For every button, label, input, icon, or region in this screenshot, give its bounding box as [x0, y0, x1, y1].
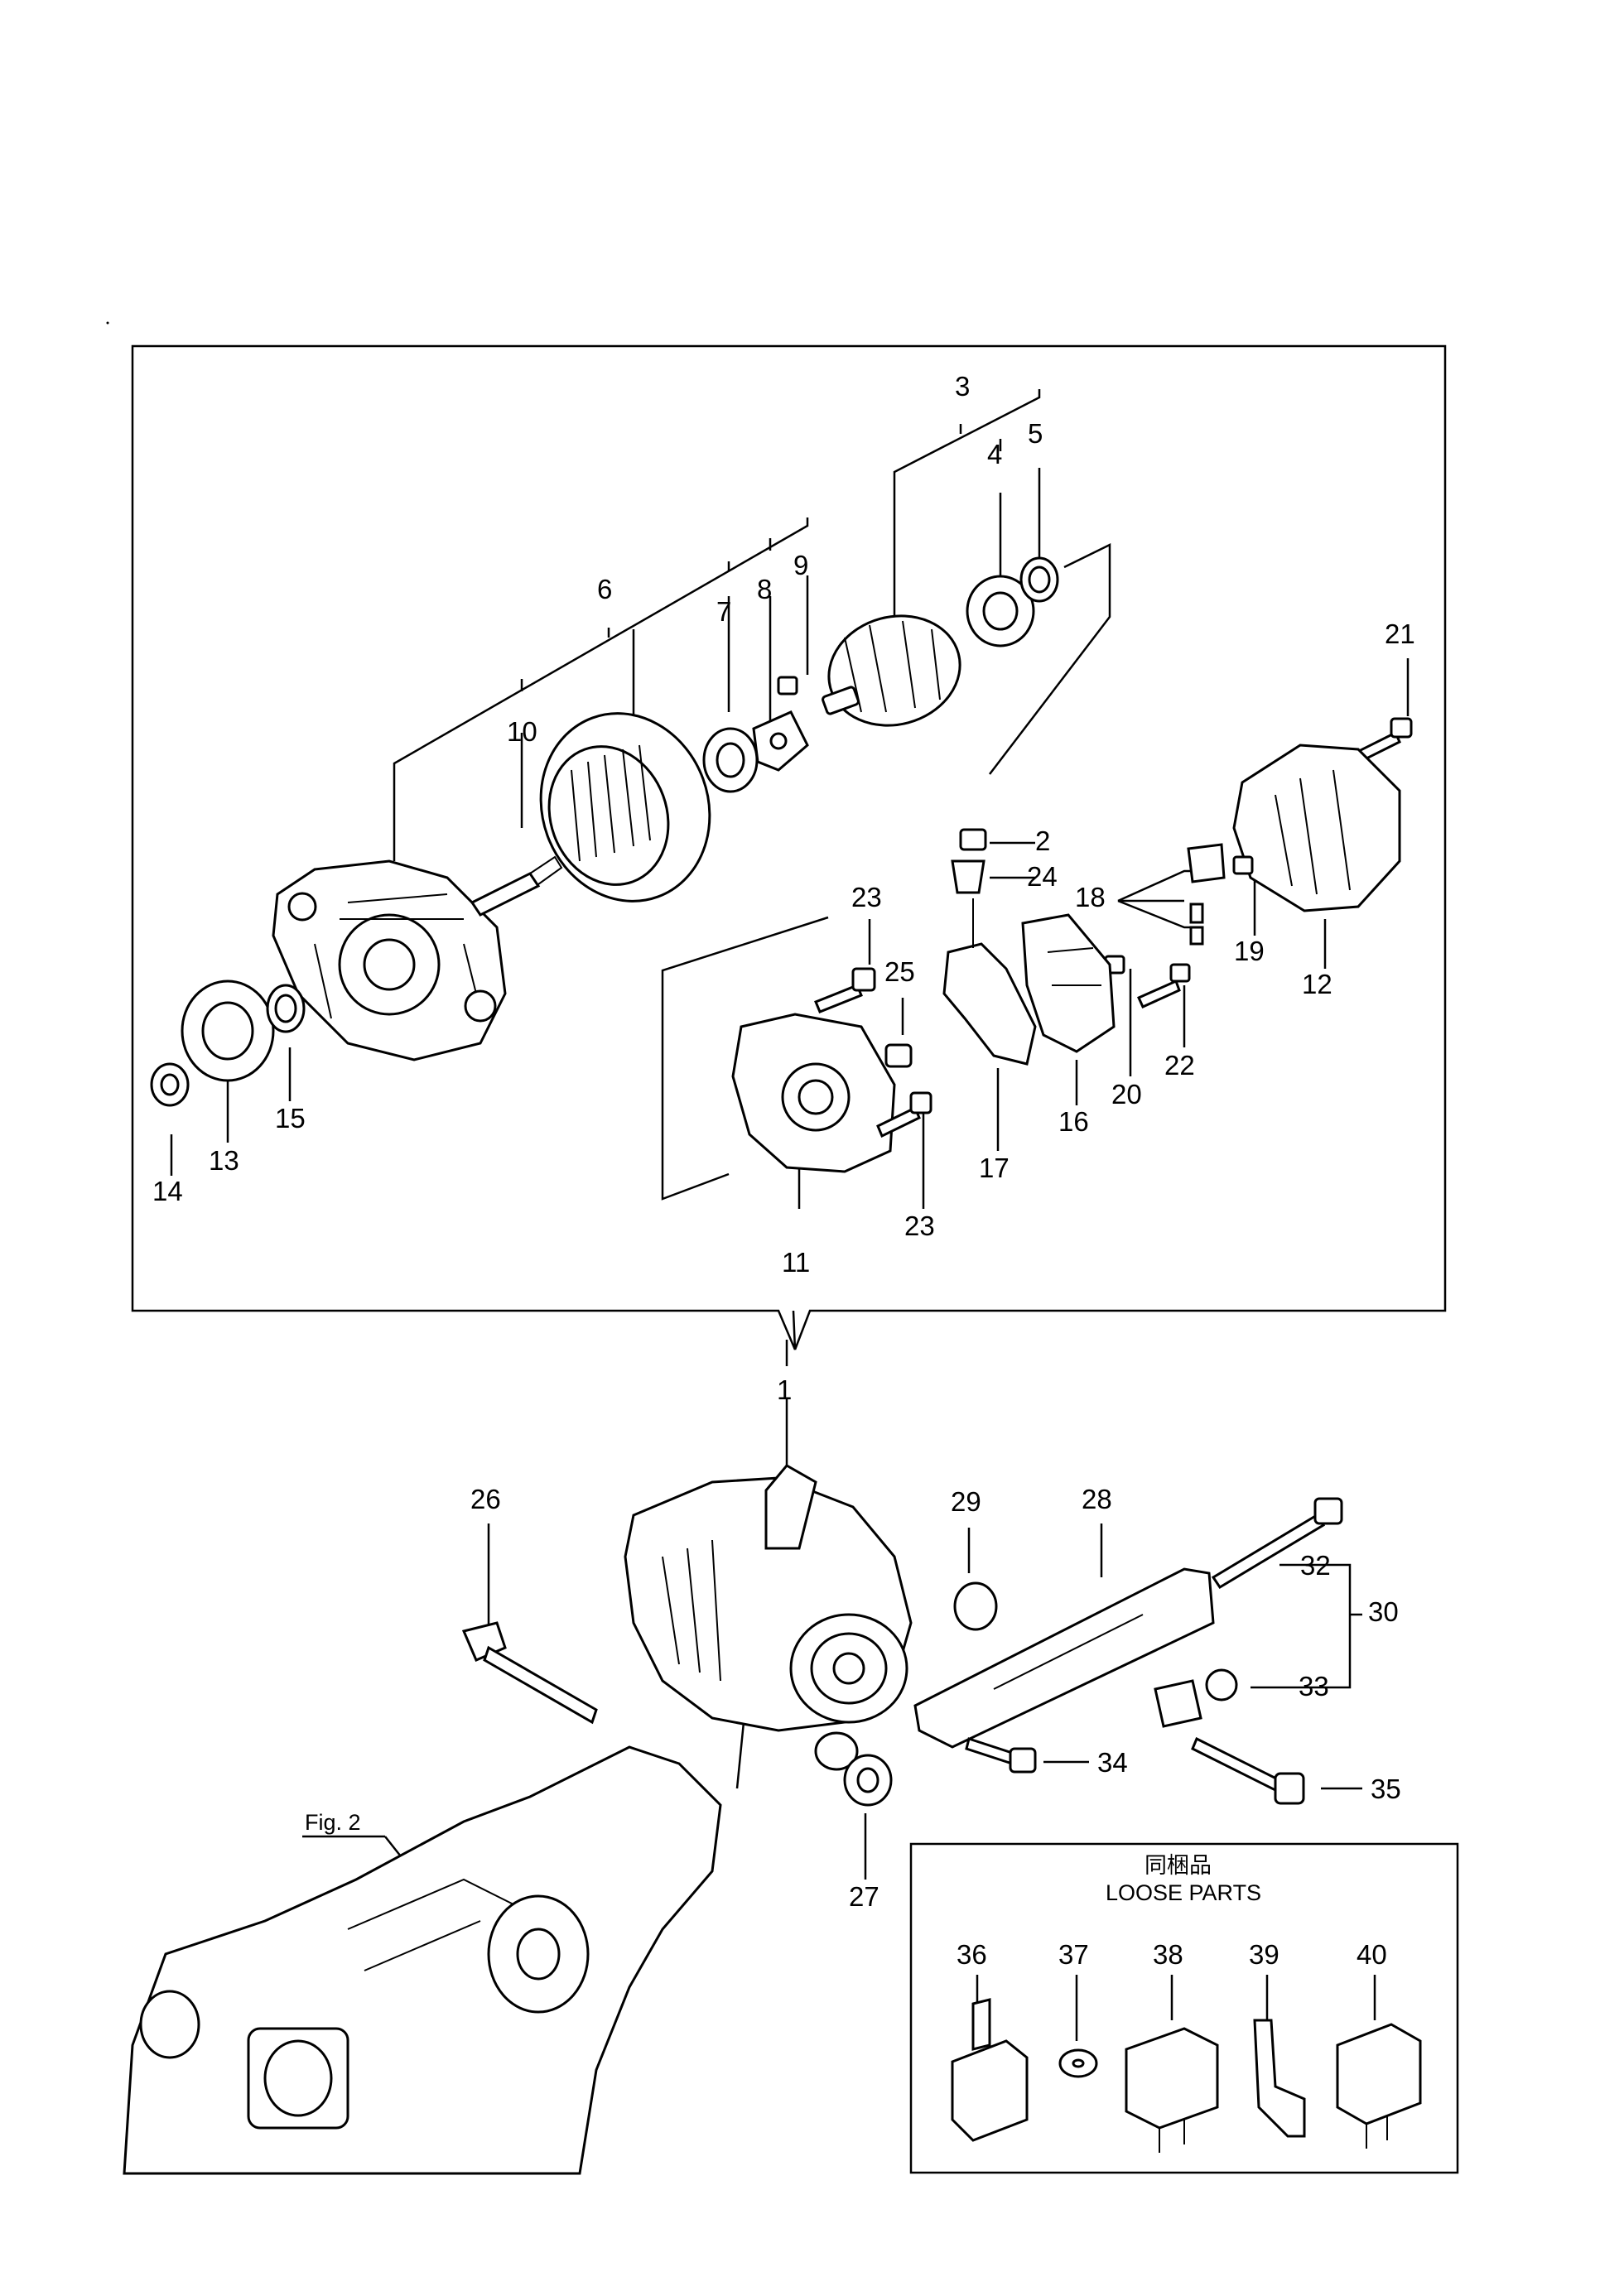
callout-15: 15 — [275, 1103, 306, 1134]
callout-17: 17 — [979, 1153, 1010, 1183]
callout-11: 11 — [782, 1247, 810, 1278]
bolt-part-23-lower — [876, 1091, 932, 1138]
callout-33: 33 — [1299, 1671, 1329, 1702]
regulator-part-16 — [1021, 913, 1116, 1053]
callout-22: 22 — [1164, 1050, 1195, 1081]
callout-26: 26 — [470, 1484, 501, 1514]
callout-35: 35 — [1371, 1774, 1401, 1804]
callout-1: 1 — [777, 1374, 792, 1405]
callout-21: 21 — [1385, 619, 1415, 649]
alternator-assembly-part-1 — [624, 1464, 913, 1771]
callout-13: 13 — [209, 1145, 239, 1176]
callout-28: 28 — [1082, 1484, 1112, 1514]
callout-32: 32 — [1300, 1550, 1331, 1581]
callout-36: 36 — [957, 1939, 987, 1970]
bolt-part-26 — [461, 1621, 598, 1725]
brush-holder-part-18 — [1187, 843, 1226, 946]
washer-part-33 — [1205, 1668, 1238, 1702]
bolt-part-35 — [1191, 1736, 1305, 1805]
loose-part-36-relay — [951, 1975, 1029, 2142]
brace-part-28 — [913, 1567, 1215, 1749]
spacer-part-29 — [953, 1581, 998, 1631]
bolt-part-34 — [965, 1737, 1037, 1774]
loose-parts-title-jp: 同梱品 — [1145, 1853, 1212, 1878]
callout-24: 24 — [1027, 861, 1058, 892]
nut-part-25 — [884, 1043, 913, 1068]
nut-part-19 — [1232, 855, 1254, 875]
callout-6: 6 — [597, 574, 612, 604]
callout-20: 20 — [1111, 1079, 1142, 1109]
loose-parts-title-en: LOOSE PARTS — [1106, 1880, 1261, 1905]
plate-part-8 — [752, 710, 809, 772]
insulator-part-24 — [951, 859, 985, 894]
callout-4: 4 — [987, 439, 1002, 469]
ring-part-5 — [1019, 556, 1059, 603]
callout-16: 16 — [1058, 1106, 1089, 1137]
callout-labels: 3 5 4 9 6 8 7 21 10 2 24 18 23 19 25 12 … — [152, 371, 1415, 1912]
collar-part-15 — [266, 984, 306, 1033]
callout-37: 37 — [1058, 1939, 1089, 1970]
loose-part-38-relay — [1125, 1975, 1219, 2153]
callout-5: 5 — [1028, 418, 1043, 449]
loose-part-39-bracket — [1253, 1975, 1306, 2138]
loose-parts-labels: 同梱品 LOOSE PARTS 36 37 38 39 40 — [957, 1853, 1387, 1970]
front-frame-part-11 — [731, 1013, 896, 1173]
callout-7: 7 — [716, 596, 731, 627]
block-part-30 — [1154, 1679, 1202, 1728]
callout-27: 27 — [849, 1881, 879, 1912]
callout-25: 25 — [884, 956, 915, 987]
callout-19: 19 — [1234, 936, 1265, 966]
callout-30: 30 — [1368, 1596, 1399, 1627]
callout-40: 40 — [1357, 1939, 1387, 1970]
rear-cover-part-12 — [1232, 744, 1401, 912]
callout-23-upper: 23 — [851, 882, 882, 912]
callout-34: 34 — [1097, 1747, 1128, 1778]
callout-14: 14 — [152, 1176, 183, 1206]
callout-3: 3 — [955, 371, 970, 402]
stray-dot — [106, 321, 109, 325]
callout-38: 38 — [1153, 1939, 1183, 1970]
nut-part-27 — [843, 1754, 893, 1807]
leader-lines-lower — [302, 1399, 1362, 1884]
figure-reference: Fig. 2 — [305, 1810, 361, 1835]
callout-9: 9 — [793, 550, 808, 580]
bolt-part-22 — [1137, 963, 1191, 1008]
stud-part-10 — [470, 855, 563, 917]
rectifier-part-17 — [942, 898, 1037, 1066]
callout-2: 2 — [1035, 826, 1050, 856]
gear-case-part — [123, 1745, 722, 2175]
loose-parts-box — [909, 1842, 1459, 2174]
callout-12: 12 — [1302, 969, 1332, 999]
loose-part-37-washer — [1058, 1975, 1098, 2078]
nut-part-2 — [959, 828, 987, 851]
rear-housing-part — [272, 859, 507, 1061]
rotor-part-3 — [822, 614, 961, 727]
callout-8: 8 — [757, 574, 772, 604]
callout-18: 18 — [1075, 882, 1106, 912]
nut-part-14 — [150, 1062, 190, 1107]
alternator-exploded-frame — [131, 344, 1447, 1366]
callout-39: 39 — [1249, 1939, 1279, 1970]
callout-10: 10 — [507, 716, 537, 747]
callout-23-lower: 23 — [904, 1211, 935, 1241]
leader-lines-upper — [170, 389, 1410, 1209]
bearing-part-7 — [702, 727, 759, 793]
screw-part-9 — [777, 676, 798, 696]
callout-29: 29 — [951, 1486, 981, 1517]
pulley-part-13 — [181, 980, 275, 1082]
loose-part-40-relay — [1336, 1975, 1422, 2149]
bolt-part-23-upper — [814, 967, 876, 1013]
bolt-part-32 — [1211, 1497, 1343, 1590]
stator-part — [539, 712, 711, 903]
bearing-part-4 — [966, 575, 1035, 647]
